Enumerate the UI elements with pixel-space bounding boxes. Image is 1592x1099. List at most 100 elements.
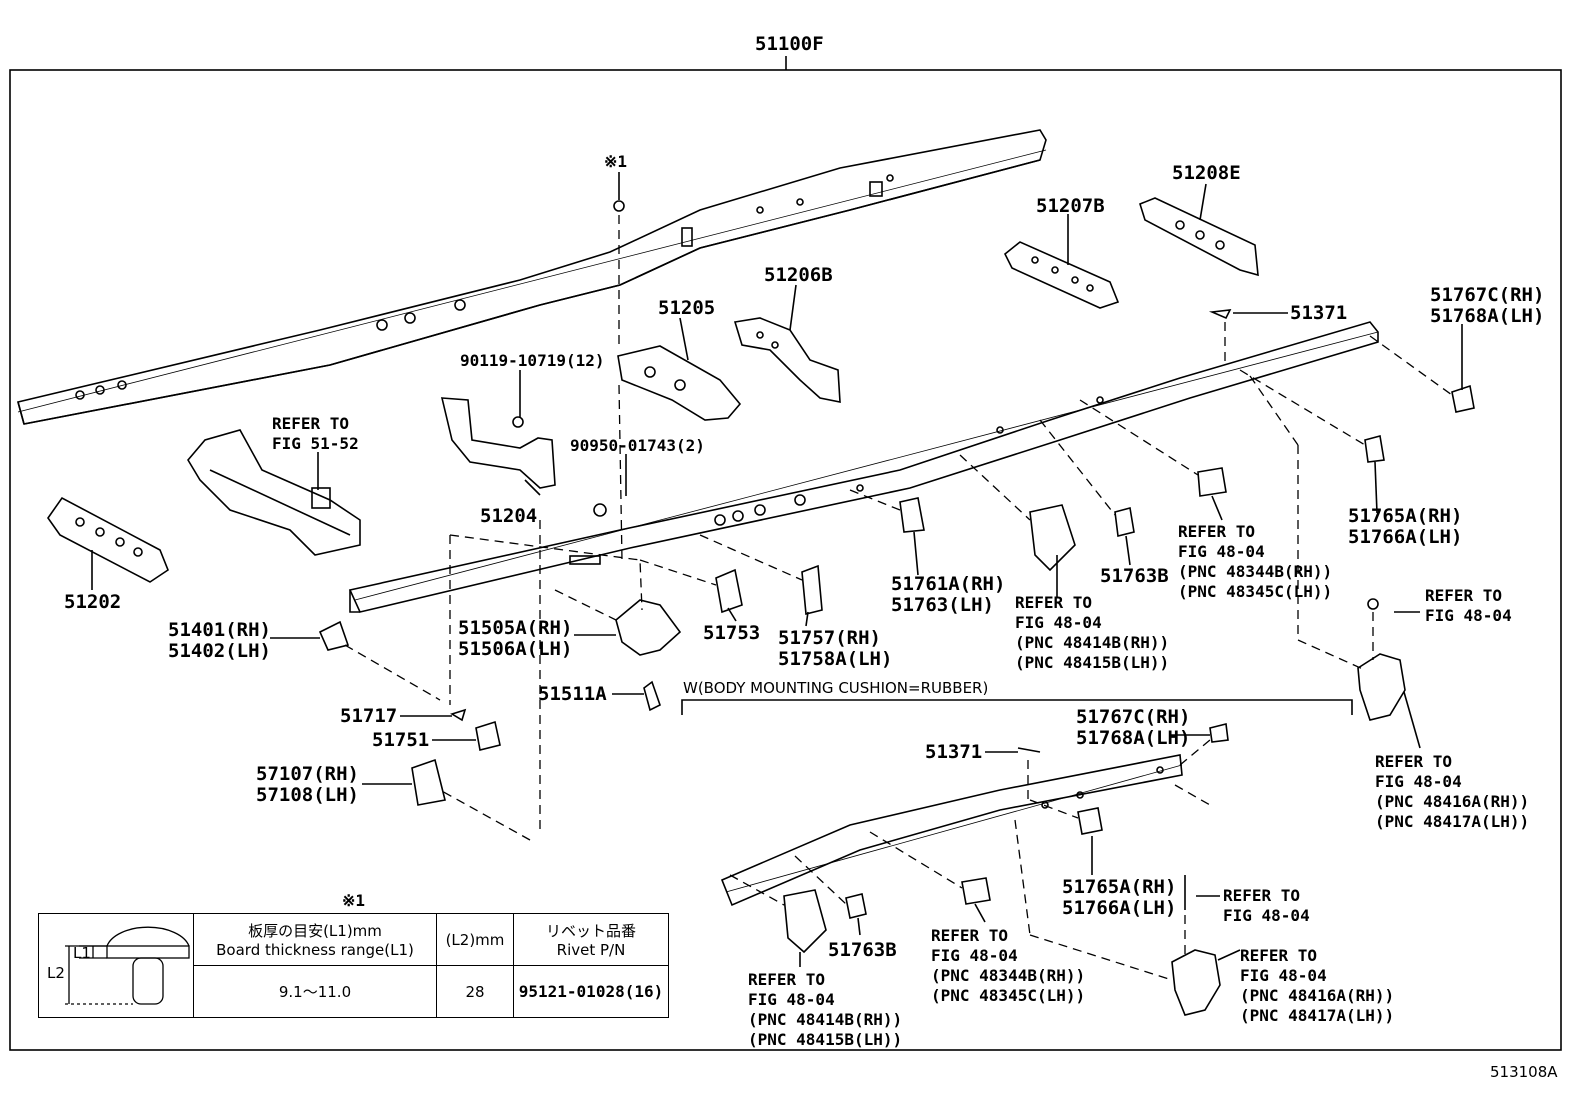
label-51511A: 51511A [538, 683, 607, 705]
label-51753: 51753 [703, 622, 761, 644]
label-51767C-RH-top: 51767C(RH) [1430, 284, 1545, 306]
bracket-51765A-b [1077, 807, 1103, 835]
bolt-48-04 [1367, 598, 1379, 610]
bracket-51511A [643, 680, 661, 712]
rivet-table: L1 L2 板厚の目安(L1)mm Board thickness range(… [38, 913, 669, 1018]
figure-code: 513108A [1490, 1063, 1558, 1081]
label-51204: 51204 [480, 505, 538, 527]
label-refer-48416-top: REFER TO FIG 48-04 (PNC 48416A(RH)) (PNC… [1375, 752, 1530, 831]
label-51100F: 51100F [755, 33, 824, 55]
label-51371-top: 51371 [1290, 302, 1348, 324]
label-51371-bottom: 51371 [925, 741, 983, 763]
bracket-51753 [715, 568, 743, 614]
crossmember-51207B [1003, 241, 1120, 309]
label-51206B: 51206B [764, 264, 833, 286]
label-51717: 51717 [340, 705, 398, 727]
bracket-51763B-a [1114, 507, 1135, 537]
bracket-51761A [899, 497, 925, 533]
bracket-57107 [411, 758, 446, 806]
thickness-value: 9.1～11.0 [193, 965, 437, 1018]
label-51402-LH: 51402(LH) [168, 640, 271, 662]
label-51505A-RH: 51505A(RH) [458, 617, 573, 639]
bracket-48416A-b [1171, 949, 1221, 1016]
rivet-illustration-cell: L1 L2 [38, 913, 194, 1018]
label-51766A-LH-top: 51766A(LH) [1348, 526, 1463, 548]
l2-value: 28 [436, 965, 514, 1018]
bracket-48414B-b [783, 889, 827, 954]
crossmember-51202 [47, 496, 169, 583]
bracket-51206B [733, 317, 841, 403]
label-51761A-RH: 51761A(RH) [891, 573, 1006, 595]
plug-51371-b [1017, 747, 1041, 753]
thickness-header-jp: 板厚の目安(L1)mm [248, 922, 382, 940]
rivet-table-mark: ※1 [342, 891, 366, 910]
bracket-51205 [617, 345, 742, 421]
l2-label: L2 [47, 964, 65, 982]
bracket-51505A [615, 599, 682, 656]
nut [593, 503, 607, 517]
label-51506A-LH: 51506A(LH) [458, 638, 573, 660]
bracket-51401 [318, 620, 350, 651]
bracket-51751 [475, 720, 501, 751]
label-51751: 51751 [372, 729, 430, 751]
thickness-header-en: Board thickness range(L1) [216, 941, 414, 959]
rivet-header-en: Rivet P/N [556, 941, 626, 959]
bracket-48344B-a [1197, 467, 1227, 497]
bracket-51204 [440, 397, 556, 489]
label-51763B-top: 51763B [1100, 565, 1169, 587]
label-refer-fig-48-04-top: REFER TO FIG 48-04 [1425, 586, 1512, 625]
label-51765A-RH-top: 51765A(RH) [1348, 505, 1463, 527]
label-51763B-bottom: 51763B [828, 939, 897, 961]
bracket-51765A-a [1364, 435, 1385, 463]
lower-side-rail [348, 321, 1379, 613]
thickness-header: 板厚の目安(L1)mm Board thickness range(L1) [193, 913, 437, 966]
bracket-51767C-b [1209, 723, 1229, 743]
label-51768A-LH-bottom: 51768A(LH) [1076, 727, 1191, 749]
body-mount-note: W(BODY MOUNTING CUSHION=RUBBER) [683, 679, 989, 697]
bracket-48416A-a [1357, 653, 1406, 721]
rivet-header: リベット品番 Rivet P/N [513, 913, 669, 966]
rivet-illustration [65, 926, 190, 1005]
label-57108-LH: 57108(LH) [256, 784, 359, 806]
upper-side-rail [17, 129, 1047, 425]
engine-crossmember [187, 429, 361, 556]
label-51768A-LH-top: 51768A(LH) [1430, 305, 1545, 327]
rivet-header-jp: リベット品番 [545, 922, 636, 940]
label-51765A-RH-bottom: 51765A(RH) [1062, 876, 1177, 898]
label-51763-LH: 51763(LH) [891, 594, 994, 616]
label-refer-48344-bottom: REFER TO FIG 48-04 (PNC 48344B(RH)) (PNC… [931, 926, 1086, 1005]
label-51202: 51202 [64, 591, 122, 613]
label-refer-fig-51-52: REFER TO FIG 51-52 [272, 414, 359, 453]
label-51757-RH: 51757(RH) [778, 627, 881, 649]
label-refer-fig-48-04-bottom: REFER TO FIG 48-04 [1223, 886, 1310, 925]
l2-header: (L2)mm [436, 913, 514, 966]
bracket-51767C-a [1451, 384, 1475, 413]
label-51205: 51205 [658, 297, 716, 319]
rivet-part-number: 95121-01028(16) [513, 965, 669, 1018]
label-51758A-LH: 51758A(LH) [778, 648, 893, 670]
plug-51717 [450, 708, 467, 722]
label-51767C-RH-bottom: 51767C(RH) [1076, 706, 1191, 728]
bracket-48414B-a [1029, 504, 1076, 572]
label-bolt: 90119-10719(12) [460, 351, 605, 370]
crossmember-51208E [1139, 197, 1259, 277]
label-refer-48414-top: REFER TO FIG 48-04 (PNC 48414B(RH)) (PNC… [1015, 593, 1170, 672]
label-51766A-LH-bottom: 51766A(LH) [1062, 897, 1177, 919]
note-mark: ※1 [604, 152, 628, 171]
plug-51371-a [1208, 309, 1232, 320]
label-refer-48414-bottom: REFER TO FIG 48-04 (PNC 48414B(RH)) (PNC… [748, 970, 903, 1049]
bracket-48344B-b [961, 877, 991, 905]
label-51208E: 51208E [1172, 162, 1241, 184]
label-51207B: 51207B [1036, 195, 1105, 217]
label-refer-48344-top: REFER TO FIG 48-04 (PNC 48344B(RH)) (PNC… [1178, 522, 1333, 601]
lower-wbody-side-rail [720, 754, 1183, 907]
label-57107-RH: 57107(RH) [256, 763, 359, 785]
bolt [512, 416, 524, 428]
label-nut: 90950-01743(2) [570, 436, 705, 455]
l1-label: L1 [73, 944, 91, 962]
bracket-51763B-b [845, 893, 867, 919]
bracket-51757 [801, 564, 823, 616]
rivet [613, 200, 625, 212]
